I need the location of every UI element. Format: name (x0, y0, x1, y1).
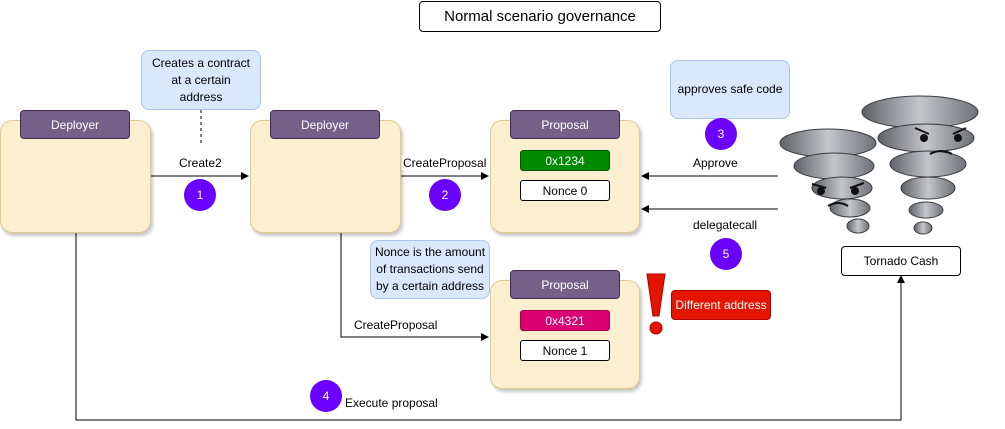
create-proposal-label-2: CreateProposal (353, 318, 439, 332)
deployer-1-label: Deployer (20, 110, 130, 139)
step-badge-3: 3 (705, 118, 737, 150)
approve-label: Approve (692, 156, 739, 170)
proposal-2-nonce: Nonce 1 (520, 340, 610, 361)
proposal-2-label: Proposal (510, 270, 620, 299)
proposal-1-nonce: Nonce 0 (520, 180, 610, 201)
execute-proposal-label: Execute proposal (344, 396, 439, 410)
nonce-info-note: Nonce is the amount of transactions send… (370, 240, 490, 299)
create-contract-note: Creates a contract at a certain address (141, 50, 261, 110)
tornado-cash-box: Tornado Cash (841, 246, 961, 276)
step-badge-2: 2 (429, 179, 461, 211)
proposal-1-address: 0x1234 (520, 150, 610, 171)
delegatecall-label: delegatecall (692, 218, 759, 232)
create-proposal-arrow-2 (340, 233, 489, 341)
step-badge-1: 1 (184, 179, 216, 211)
create-proposal-label-1: CreateProposal (402, 156, 488, 170)
proposal-1-label: Proposal (510, 110, 620, 139)
tornado-icon (779, 95, 979, 235)
deployer-2-label: Deployer (270, 110, 380, 139)
approves-note: approves safe code (670, 60, 790, 119)
create2-label: Create2 (178, 156, 223, 170)
proposal-2-address: 0x4321 (520, 310, 610, 331)
step-badge-5: 5 (710, 238, 742, 270)
execute-arrow (75, 233, 905, 421)
step-badge-4: 4 (310, 380, 342, 412)
diagram-title: Normal scenario governance (419, 1, 661, 32)
different-address-badge: Different address (671, 290, 771, 320)
exclamation-icon (646, 273, 666, 335)
